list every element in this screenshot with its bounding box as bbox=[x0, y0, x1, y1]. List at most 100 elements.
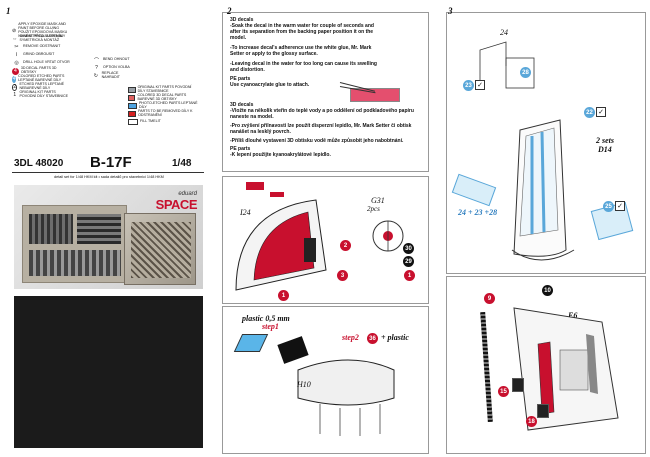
badge-28: 28 bbox=[520, 67, 531, 78]
step1-label: step1 bbox=[262, 322, 279, 331]
bracket-drawing bbox=[479, 41, 535, 89]
plastic-label: plastic 0,5 mm bbox=[242, 314, 290, 323]
step3-panel-bottom bbox=[446, 276, 646, 454]
pe-fret bbox=[124, 213, 196, 285]
decal-illustration bbox=[339, 80, 414, 104]
blue-circle-icon: 4 bbox=[12, 75, 17, 83]
header-rule bbox=[12, 172, 204, 173]
check-box-23: ✓ bbox=[475, 80, 485, 90]
grind-icon: ⌇ bbox=[15, 52, 18, 58]
outline-circle-icon: 2 bbox=[12, 83, 18, 91]
step2-panel-bottom bbox=[222, 306, 429, 454]
brand-main: SPACE bbox=[155, 197, 198, 212]
i24-panel-drawing bbox=[235, 192, 327, 291]
legend-item-bend: ⌒BEND OHNOUT bbox=[93, 57, 130, 64]
mask-icon: ⊘ bbox=[12, 28, 17, 34]
i24-check-box bbox=[246, 182, 276, 190]
combo-label: 24 + 23 +28 bbox=[458, 208, 498, 217]
small-plate-2 bbox=[537, 404, 549, 418]
badge-10: 10 bbox=[542, 285, 553, 296]
step2-panel-middle bbox=[222, 176, 429, 304]
decals-cz-3: -Příliš dlouhé vystavení 3D obtisku vodě… bbox=[230, 138, 404, 144]
swatch-3d-decal: COLORED 3D DECAL PARTS BAREVNÉ 3D OBTISK… bbox=[128, 93, 198, 102]
badge-2: 2 bbox=[340, 240, 351, 251]
legend-item-mask: ⊘APPLY EPOXIDE MASK AND PAINT BEFORE GLU… bbox=[12, 22, 68, 38]
swatch-gray bbox=[128, 87, 136, 93]
small-plate-1 bbox=[512, 378, 524, 392]
swatch-original: ORIGINAL KIT PARTS POVODNÍ DÍLY STAVEBNI… bbox=[128, 85, 198, 94]
swatch-red bbox=[128, 111, 137, 117]
badge-4: 1 bbox=[404, 270, 415, 281]
decals-en-1: -Soak the decal in the warm water for co… bbox=[230, 23, 374, 41]
brand-top: eduard bbox=[178, 191, 197, 197]
g31-drawing bbox=[372, 220, 404, 252]
badge-29: 29 bbox=[403, 256, 414, 267]
part-24: 24 bbox=[500, 28, 508, 37]
product-scale: 1/48 bbox=[172, 158, 192, 169]
decals-cz-2: -Pro zvýšení přilnavosti lze použít disp… bbox=[230, 123, 412, 135]
decals-heading-cz: 3D decals bbox=[230, 102, 254, 108]
bulkhead-drawing bbox=[513, 307, 619, 431]
legend-item-option: ?OPTION VOLBA bbox=[92, 64, 132, 72]
seat-drawing bbox=[511, 119, 575, 261]
part-i24: I24 bbox=[240, 208, 251, 217]
drill-icon: ◎ bbox=[14, 60, 19, 66]
sets-label: 2 sets bbox=[596, 136, 614, 145]
decal-sheet bbox=[22, 205, 127, 283]
legend-item-grind: ⌇GRIND OBROUSIT bbox=[12, 51, 72, 59]
swatch-blue bbox=[128, 103, 138, 109]
legend-left: ⊘APPLY EPOXIDE MASK AND PAINT BEFORE GLU… bbox=[12, 22, 72, 99]
badge-30: 30 bbox=[403, 243, 414, 254]
swatch-fill: FILL TMELIT bbox=[128, 118, 198, 126]
step-number-3: 3 bbox=[448, 6, 453, 16]
badge-36: 36 bbox=[367, 333, 378, 344]
red-circle-icon: 4 bbox=[12, 67, 19, 75]
product-name: B-17F bbox=[90, 154, 132, 171]
black-box bbox=[14, 296, 203, 448]
swatch-white bbox=[128, 119, 138, 125]
badge-9: 9 bbox=[484, 293, 495, 304]
decals-heading: 3D decals bbox=[230, 17, 254, 23]
decal-instructions-en: 3D decals -Soak the decal in the warm wa… bbox=[230, 17, 380, 88]
badge-22: 22 bbox=[584, 107, 595, 118]
legend-item-drill: ◎DRILL HOLE VRTAT OTVOR bbox=[12, 59, 72, 67]
replace-icon: ↻ bbox=[93, 73, 98, 79]
decals-en-2: -To increase decal's adherence use the w… bbox=[230, 45, 372, 57]
option-icon: ? bbox=[95, 65, 98, 71]
step-number-2: 2 bbox=[227, 6, 232, 16]
badge-25: 25 bbox=[603, 201, 614, 212]
step2-label: step2 bbox=[342, 333, 359, 342]
step3-panel-top bbox=[446, 12, 646, 274]
decals-cz-1: -Vložte na několik vteřin do teplé vody … bbox=[230, 108, 414, 120]
badge-18: 18 bbox=[526, 416, 537, 427]
badge-1: 1 bbox=[278, 290, 289, 301]
swatch-pe: PHOTO-ETCHED PARTS LEPTANÉ DÍLY bbox=[128, 101, 198, 110]
swatch-pink bbox=[128, 95, 136, 101]
legend-item-remove: ✂REMOVE ODSTRANIT bbox=[12, 43, 72, 51]
badge-15: 15 bbox=[498, 386, 509, 397]
check-box-22: ✓ bbox=[596, 107, 606, 117]
check-box-25: ✓ bbox=[615, 201, 625, 211]
product-code: 3DL 48020 bbox=[14, 158, 64, 169]
pe-heading-cz: PE parts bbox=[230, 146, 251, 152]
part-g31: G31 bbox=[371, 196, 385, 205]
decals-en-3: -Leaving decal in the water for too long… bbox=[230, 61, 377, 73]
step-number-1: 1 bbox=[6, 6, 11, 16]
d14-label: D14 bbox=[598, 145, 612, 154]
legend-right: ⌒BEND OHNOUT ?OPTION VOLBA ↻REPLACE NAHR… bbox=[92, 56, 132, 80]
part-h10: H10 bbox=[297, 380, 311, 389]
g31-qty: 2pcs bbox=[367, 205, 380, 213]
h10-drawing bbox=[297, 359, 395, 436]
product-photo: eduard SPACE bbox=[14, 185, 203, 289]
pe-en: Use cyanoacrylate glue to attach. bbox=[230, 82, 310, 88]
symmetry-icon: ⇔ bbox=[12, 36, 18, 42]
part-e6: E6 bbox=[568, 311, 578, 320]
pe-cz: -K lepení použijte kyanoakrylátové lepid… bbox=[230, 152, 331, 158]
product-subtitle: detail set for 1/48 HKM kit • sada detai… bbox=[54, 175, 164, 179]
scissors-icon: ✂ bbox=[14, 44, 19, 50]
badge-23: 23 bbox=[463, 80, 474, 91]
